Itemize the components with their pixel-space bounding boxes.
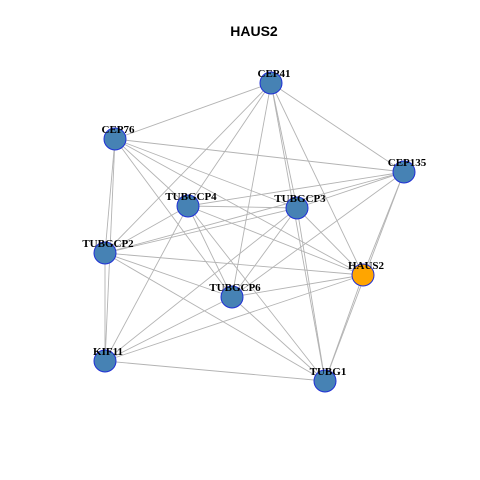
edge-tubgcp6-tubg1 [231, 296, 326, 382]
edge-cep41-haus2 [270, 82, 364, 276]
edge-tubgcp4-tubgcp2 [104, 205, 189, 254]
node-circle [176, 194, 200, 218]
edge-tubgcp3-kif11 [104, 207, 298, 362]
node-haus2: HAUS2 [348, 260, 385, 287]
node-cep76: CEP76 [102, 124, 136, 151]
edge-cep76-tubgcp2 [104, 138, 116, 254]
node-label: KIF11 [93, 346, 123, 358]
edge-tubgcp4-tubg1 [187, 205, 326, 382]
node-label: HAUS2 [348, 260, 385, 272]
node-circle [93, 349, 117, 373]
node-tubgcp2: TUBGCP2 [82, 238, 134, 265]
edge-tubgcp3-haus2 [296, 207, 364, 276]
node-label: CEP135 [388, 157, 427, 169]
node-label: CEP76 [102, 124, 136, 136]
edge-cep76-tubgcp4 [114, 138, 189, 207]
node-kif11: KIF11 [93, 346, 123, 373]
node-label: CEP41 [258, 68, 291, 80]
node-label: TUBGCP4 [165, 191, 217, 203]
node-circle [392, 160, 416, 184]
node-label: TUBGCP6 [209, 282, 261, 294]
edge-cep41-tubgcp4 [187, 82, 272, 207]
edge-cep41-tubgcp6 [231, 82, 272, 298]
edge-cep41-tubgcp2 [104, 82, 272, 254]
edge-cep41-tubg1 [270, 82, 326, 382]
node-circle [220, 285, 244, 309]
edge-cep41-cep76 [114, 82, 272, 140]
node-tubgcp4: TUBGCP4 [165, 191, 217, 218]
node-circle [313, 369, 337, 393]
edge-haus2-tubgcp6 [231, 274, 364, 298]
edge-cep135-tubgcp6 [231, 171, 405, 298]
edge-haus2-tubg1 [324, 274, 364, 382]
node-tubgcp3: TUBGCP3 [274, 193, 326, 220]
node-circle [285, 196, 309, 220]
edge-tubgcp4-tubgcp6 [187, 205, 233, 298]
edge-cep76-tubgcp3 [114, 138, 298, 209]
edge-tubgcp2-tubgcp6 [104, 252, 233, 298]
edge-cep135-tubgcp3 [296, 171, 405, 209]
edge-cep76-tubgcp6 [114, 138, 233, 298]
edge-tubgcp3-tubg1 [296, 207, 326, 382]
node-label: TUBG1 [310, 366, 347, 378]
edge-tubgcp4-kif11 [104, 205, 189, 362]
node-cep135: CEP135 [388, 157, 427, 184]
node-circle [93, 241, 117, 265]
edge-haus2-kif11 [104, 274, 364, 362]
edge-tubgcp3-tubgcp6 [231, 207, 298, 298]
node-circle [103, 127, 127, 151]
edge-cep76-cep135 [114, 138, 405, 173]
node-circle [259, 71, 283, 95]
node-label: TUBGCP3 [274, 193, 326, 205]
edge-tubgcp3-tubgcp2 [104, 207, 298, 254]
edge-tubgcp2-tubg1 [104, 252, 326, 382]
edge-kif11-tubg1 [104, 360, 326, 382]
node-cep41: CEP41 [258, 68, 291, 95]
edge-tubgcp4-haus2 [187, 205, 364, 276]
edge-layer [104, 82, 405, 382]
node-label: TUBGCP2 [82, 238, 134, 250]
node-tubgcp6: TUBGCP6 [209, 282, 261, 309]
edge-tubgcp6-kif11 [104, 296, 233, 362]
edge-tubgcp4-tubgcp3 [187, 205, 298, 209]
diagram-title: HAUS2 [230, 23, 278, 39]
node-tubg1: TUBG1 [310, 366, 347, 393]
node-circle [351, 263, 375, 287]
edge-cep135-tubgcp2 [104, 171, 405, 254]
edge-cep135-tubgcp4 [187, 171, 405, 207]
edge-tubgcp2-haus2 [104, 252, 364, 276]
edge-cep41-cep135 [270, 82, 405, 173]
edge-cep41-tubgcp3 [270, 82, 298, 209]
